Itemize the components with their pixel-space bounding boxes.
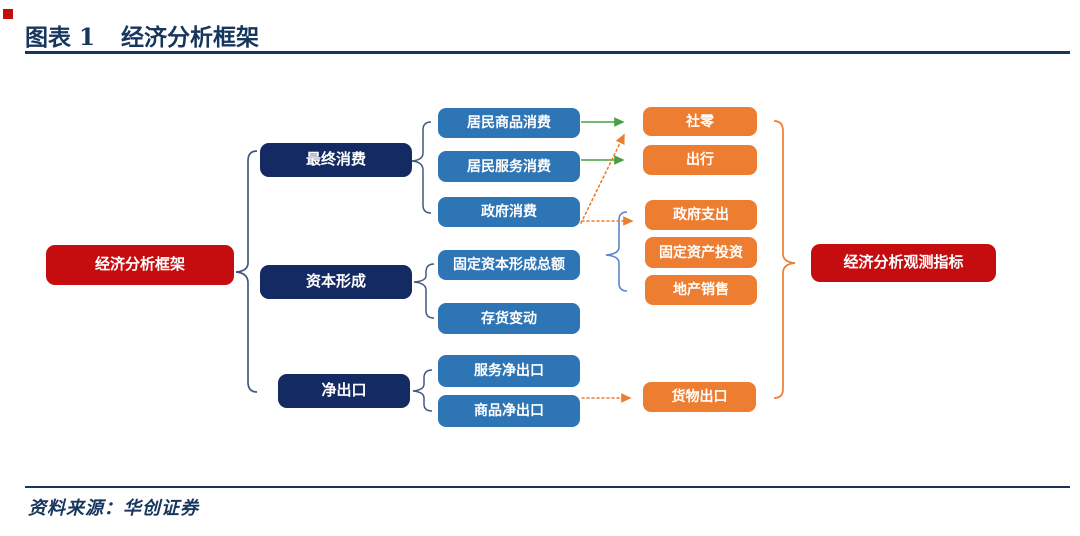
node-services-net-exports: 服务净出口 xyxy=(438,355,580,387)
node-category-final-consumption: 最终消费 xyxy=(260,143,412,177)
arrows xyxy=(580,117,634,403)
source-note: 资料来源：华创证券 xyxy=(28,498,199,519)
brace-indicators-to-target xyxy=(773,120,796,399)
node-indicator-property-sales: 地产销售 xyxy=(645,275,757,305)
brace-investment-indicators-group xyxy=(605,211,628,292)
node-indicator-goods-exports: 货物出口 xyxy=(643,382,756,412)
node-category-capital-formation: 资本形成 xyxy=(260,265,412,299)
footer-divider xyxy=(25,486,1070,488)
node-target-indicators: 经济分析观测指标 xyxy=(811,244,996,282)
node-gross-fixed-capital-formation: 固定资本形成总额 xyxy=(438,250,580,280)
node-government-consumption: 政府消费 xyxy=(438,197,580,227)
node-indicator-fixed-asset-investment: 固定资产投资 xyxy=(645,237,757,268)
node-indicator-government-spending: 政府支出 xyxy=(645,200,757,230)
corner-marker xyxy=(3,9,13,19)
brace-capital-formation-group xyxy=(413,263,435,319)
node-root-framework: 经济分析框架 xyxy=(46,245,234,285)
node-resident-goods-consumption: 居民商品消费 xyxy=(438,108,580,138)
node-indicator-travel: 出行 xyxy=(643,145,757,175)
node-category-net-exports: 净出口 xyxy=(278,374,410,408)
node-inventory-change: 存货变动 xyxy=(438,303,580,334)
brace-final-consumption-group xyxy=(411,121,432,214)
figure-title-row: 图表 1 经济分析框架 xyxy=(25,18,259,52)
node-indicator-retail-sales: 社零 xyxy=(643,107,757,136)
brace-net-exports-group xyxy=(412,369,433,412)
figure-label: 图表 1 xyxy=(25,24,96,51)
title-divider xyxy=(25,51,1070,54)
brace-root-to-categories xyxy=(235,150,258,393)
braces xyxy=(235,120,796,412)
node-resident-services-consumption: 居民服务消费 xyxy=(438,151,580,182)
node-goods-net-exports: 商品净出口 xyxy=(438,395,580,427)
figure-title: 经济分析框架 xyxy=(121,24,260,51)
arrow-gov-consumption-diagonal xyxy=(580,133,625,224)
